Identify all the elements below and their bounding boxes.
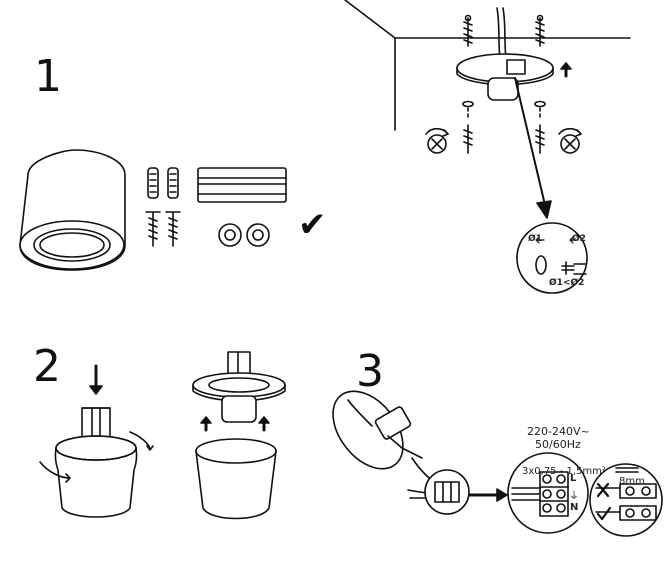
terminal-label-earth: ⏚ — [569, 491, 579, 502]
terminal-label-l: L — [570, 473, 577, 484]
down-arrow-icon — [89, 364, 103, 395]
ring-assembly-step2 — [192, 351, 286, 423]
terminal-block — [197, 167, 287, 203]
rotate-screw-icon — [425, 127, 582, 154]
label-diameter-1: Ø1 — [528, 234, 542, 244]
label-strip-length: 8mm — [619, 476, 645, 487]
check-icon: ✔ — [298, 205, 327, 245]
right-arrow — [468, 488, 508, 502]
screws — [145, 211, 181, 247]
step-number-2: 2 — [33, 341, 61, 392]
label-voltage: 220-240V~ — [527, 425, 590, 438]
wall-plugs — [147, 167, 179, 199]
connector-zoom-small — [424, 469, 470, 515]
cable-from-ceiling — [496, 7, 507, 61]
detail-circle — [516, 222, 588, 294]
label-cable: 3x0,75 - 1,5mm² — [522, 466, 606, 477]
downlight-body — [19, 149, 126, 271]
ceiling-corner — [344, 0, 631, 131]
ceiling-screws — [462, 14, 546, 154]
lamp-fitting-step3 — [332, 390, 423, 470]
connector-zoom-large — [507, 452, 589, 534]
label-diameter-relation: Ø1<Ø2 — [549, 278, 585, 288]
step-number-3: 3 — [356, 346, 384, 397]
up-arrows-step2 — [200, 416, 270, 432]
detail-pointer — [514, 77, 552, 219]
lamp-housing-step2 — [195, 438, 277, 520]
washers — [218, 223, 270, 247]
label-diameter-2: Ø2 — [572, 234, 586, 244]
terminal-label-n: N — [570, 502, 579, 513]
stripping-guide — [589, 463, 663, 537]
up-arrow-icon — [560, 62, 572, 78]
lamp-body-step2 — [39, 407, 154, 518]
label-frequency: 50/60Hz — [535, 438, 581, 451]
mounting-plate — [456, 53, 554, 101]
step-number-1: 1 — [34, 51, 62, 102]
